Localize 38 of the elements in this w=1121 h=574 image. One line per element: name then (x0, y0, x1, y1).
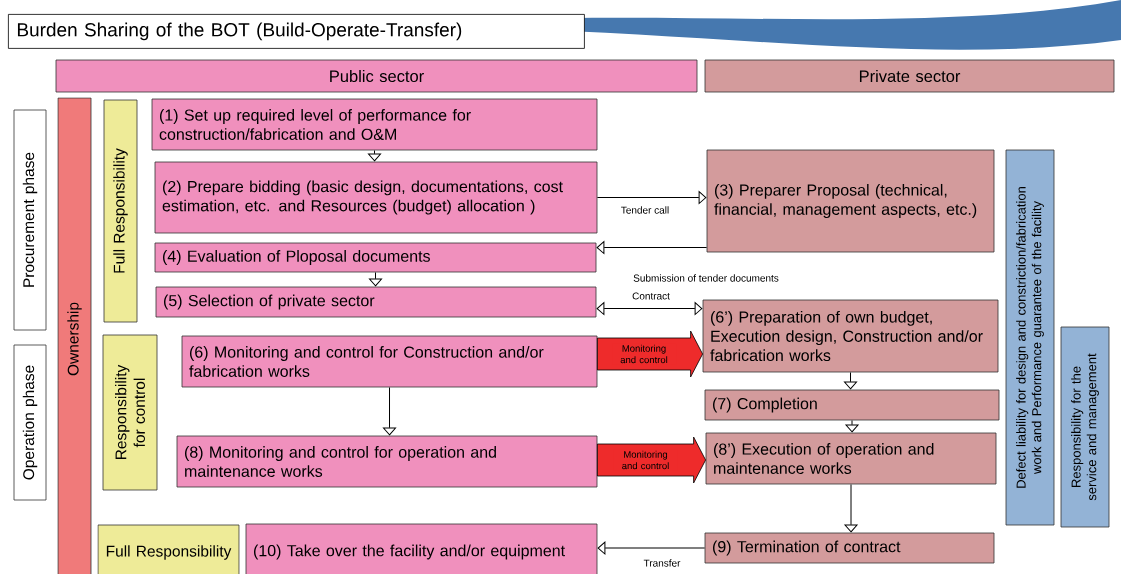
edge-label: Transfer (642, 558, 682, 568)
title-box: Burden Sharing of the BOT (Build-Operate-Transfer) (8, 14, 585, 49)
step-box: (6) Monitoring and control for Construction and/or fabrication works (181, 335, 598, 388)
step-box: (9) Termination of contract (704, 532, 995, 564)
arrow (369, 271, 382, 287)
arrow (844, 483, 858, 533)
responsibility-box: Full Responsibility (97, 524, 240, 574)
arrow (368, 149, 381, 162)
responsibility-box: Full Responsibility (103, 99, 138, 323)
edge-label: Tender call (619, 205, 671, 215)
ownership-bar: Ownership (57, 97, 92, 574)
arrow (597, 541, 706, 555)
step-box: (5) Selection of private sector (155, 286, 597, 318)
edge-label: Contract (631, 291, 671, 301)
arrow (596, 191, 707, 204)
step-box: (6’) Preparation of own budget, Execution design, Construction and/or fabrication works (702, 299, 999, 373)
sector-band: Private sector (704, 59, 1115, 93)
phase-box: Procurement phase (13, 109, 47, 331)
step-box: (10) Take over the facility and/or equipment (245, 523, 598, 574)
step-box: (8’) Execution of operation and maintenance works (705, 432, 997, 485)
arrow (383, 386, 396, 436)
sector-band: Public sector (55, 59, 698, 93)
step-box: (3) Preparer Proposal (technical, financial, management aspects, etc.) (706, 149, 995, 253)
edge-label: Submission of tender documents (632, 273, 780, 283)
step-box: (4) Evaluation of Ploposal documents (154, 242, 597, 273)
arrow (596, 241, 708, 254)
step-box: (7) Completion (704, 389, 1000, 421)
step-box: (2) Prepare bidding (basic design, documentations, cost estimation, etc. and Resources (budget) allocation ) (154, 161, 598, 234)
step-box: (8) Monitoring and control for operation and maintenance works (176, 435, 598, 488)
arrow (845, 419, 859, 433)
step-box: (1) Set up required level of performance for construction/fabrication and O&M (151, 98, 598, 151)
phase-box: Operation phase (13, 344, 47, 501)
arrow (596, 302, 703, 315)
arrow (844, 371, 857, 390)
arrow-label: Monitoring and control (612, 343, 676, 365)
responsibility-box: Responsibility for control (102, 334, 158, 491)
liability-bar: Defect liability for design and constriction/fabrication work and Performance guarantee of the facility (1005, 149, 1055, 526)
liability-bar: Responsibility for the service and management (1060, 326, 1110, 528)
